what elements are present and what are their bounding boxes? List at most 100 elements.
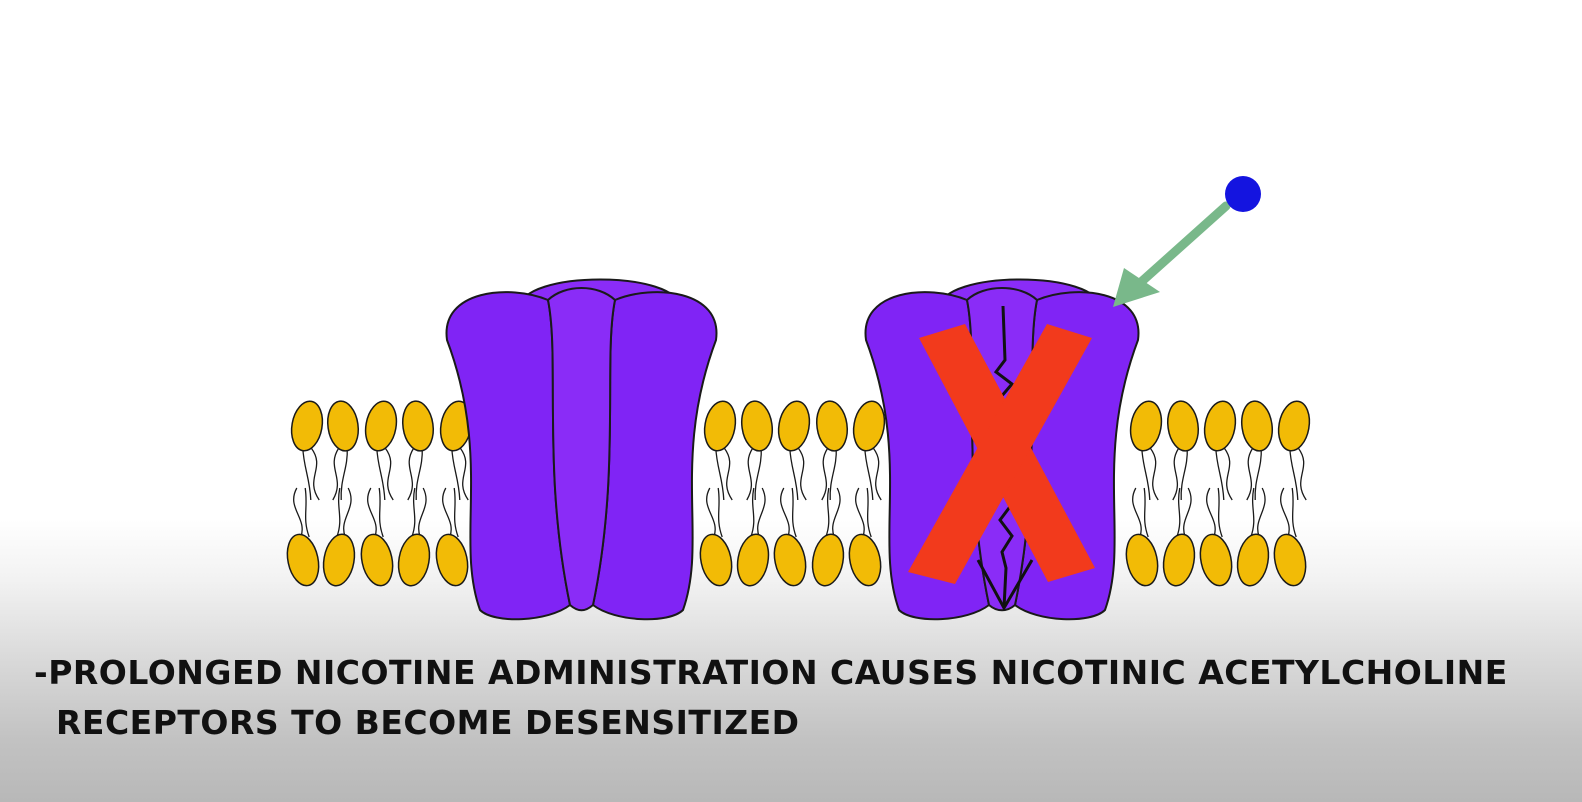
lipid-tail	[757, 487, 766, 538]
caption-line-1: -PROLONGED NICOTINE ADMINISTRATION CAUSE…	[34, 653, 1508, 692]
lipid-tail	[453, 487, 459, 538]
lipid-tail	[304, 487, 310, 538]
lipid-tail	[1176, 487, 1181, 538]
phospholipid-head-bottom	[1125, 533, 1159, 587]
phospholipid-head-top	[1129, 400, 1163, 452]
lipid-tail	[1223, 447, 1233, 501]
phospholipid-head-bottom	[435, 533, 469, 587]
lipid-tail	[384, 447, 394, 501]
lipid-tail	[1246, 447, 1254, 501]
receptor-center-subunit	[546, 287, 617, 612]
phospholipid-head-top	[703, 400, 737, 452]
phospholipid-head-top	[290, 400, 324, 452]
lipid-tail	[1217, 487, 1223, 538]
membrane-diagram	[286, 176, 1311, 621]
lipid-tail	[829, 447, 837, 501]
lipid-tail	[1149, 447, 1159, 501]
phospholipid-head-top	[1203, 400, 1237, 452]
lipid-tail	[1289, 447, 1299, 501]
lipid-tail	[717, 487, 723, 538]
lipid-tail	[821, 447, 829, 501]
phospholipid-head-bottom	[397, 533, 431, 587]
lipid-tail	[750, 487, 755, 538]
lipid-tail	[706, 487, 716, 538]
phospholipid-head-top	[326, 400, 360, 452]
lipid-tail	[442, 487, 452, 538]
lipid-tail	[797, 447, 807, 501]
lipid-tail	[310, 447, 320, 501]
lipid-tail	[872, 447, 882, 501]
phospholipid-head-top	[1277, 400, 1311, 452]
lipid-tail	[1141, 447, 1151, 501]
lipid-tail	[332, 447, 340, 501]
lipid-tail	[855, 487, 865, 538]
phospholipid-head-top	[1166, 400, 1200, 452]
lipid-tail	[1291, 487, 1297, 538]
lipid-tail	[459, 447, 469, 501]
phospholipid-head-top	[1240, 400, 1274, 452]
lipid-tail	[1254, 447, 1262, 501]
phospholipid-head-bottom	[699, 533, 733, 587]
lipid-tail	[754, 447, 762, 501]
phospholipid-head-bottom	[811, 533, 845, 587]
phospholipid-head-top	[815, 400, 849, 452]
lipid-tail	[832, 487, 841, 538]
lipid-tail	[407, 447, 415, 501]
lipid-tail	[746, 447, 754, 501]
phospholipid-head-bottom	[360, 533, 394, 587]
lipid-tail	[780, 487, 790, 538]
phospholipid-head-bottom	[736, 533, 770, 587]
phospholipid-head-bottom	[773, 533, 807, 587]
lipid-tail	[1280, 487, 1290, 538]
lipid-tail	[723, 447, 733, 501]
nicotinic-receptor-normal	[445, 278, 718, 621]
lipid-bilayer	[286, 400, 1311, 587]
phospholipid-head-bottom	[1162, 533, 1196, 587]
phospholipid-head-bottom	[1236, 533, 1270, 587]
caption-line-2: RECEPTORS TO BECOME DESENSITIZED	[56, 703, 800, 742]
lipid-tail	[789, 447, 799, 501]
lipid-tail	[1172, 447, 1180, 501]
lipid-tail	[376, 447, 386, 501]
lipid-tail	[1297, 447, 1307, 501]
phospholipid-head-bottom	[1273, 533, 1307, 587]
phospholipid-head-top	[401, 400, 435, 452]
lipid-tail	[378, 487, 384, 538]
lipid-tail	[1257, 487, 1266, 538]
phospholipid-head-bottom	[1199, 533, 1233, 587]
lipid-tail	[1143, 487, 1149, 538]
blue-ligand-icon	[1225, 176, 1261, 212]
phospholipid-head-top	[852, 400, 886, 452]
lipid-tail	[293, 487, 303, 538]
lipid-tail	[1215, 447, 1225, 501]
lipid-tail	[411, 487, 416, 538]
phospholipid-head-top	[740, 400, 774, 452]
lipid-tail	[302, 447, 312, 501]
lipid-tail	[864, 447, 874, 501]
lipid-tail	[1180, 447, 1188, 501]
lipid-tail	[791, 487, 797, 538]
caption: -PROLONGED NICOTINE ADMINISTRATION CAUSE…	[34, 648, 1534, 748]
phospholipid-head-bottom	[848, 533, 882, 587]
lipid-tail	[336, 487, 341, 538]
phospholipid-head-bottom	[322, 533, 356, 587]
lipid-tail	[343, 487, 352, 538]
lipid-tail	[367, 487, 377, 538]
lipid-tail	[1250, 487, 1255, 538]
lipid-tail	[715, 447, 725, 501]
phospholipid-head-top	[777, 400, 811, 452]
lipid-tail	[451, 447, 461, 501]
phospholipid-head-bottom	[286, 533, 320, 587]
lipid-tail	[1206, 487, 1216, 538]
lipid-tail	[866, 487, 872, 538]
lipid-tail	[340, 447, 348, 501]
red-x-icon	[908, 324, 1095, 584]
lipid-tail	[418, 487, 427, 538]
lipid-tail	[1132, 487, 1142, 538]
green-arrow-icon	[1113, 201, 1231, 307]
lipid-tail	[825, 487, 830, 538]
phospholipid-head-top	[364, 400, 398, 452]
lipid-tail	[1183, 487, 1192, 538]
lipid-tail	[415, 447, 423, 501]
